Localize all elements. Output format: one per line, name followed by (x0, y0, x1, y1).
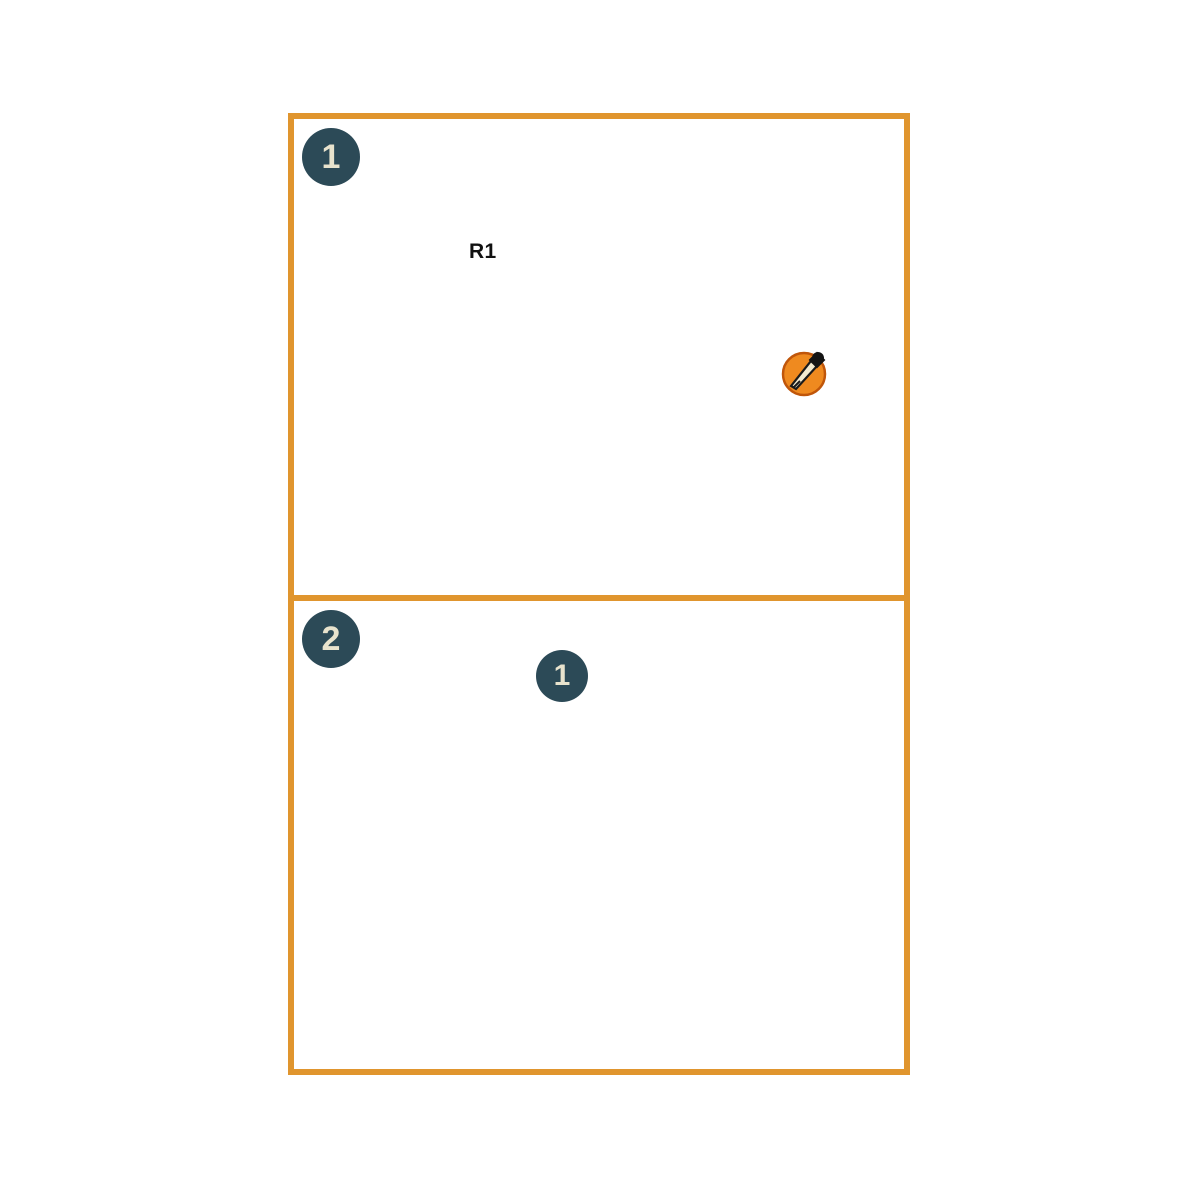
step-badge-1: 1 (302, 128, 360, 186)
instruction-frame (288, 113, 910, 1075)
part-label-r1: R1 (469, 240, 497, 263)
knife-icon (780, 349, 828, 397)
step-badge-2: 2 (302, 610, 360, 668)
panel-divider (288, 595, 910, 601)
part-reference-badge: 1 (536, 650, 588, 702)
